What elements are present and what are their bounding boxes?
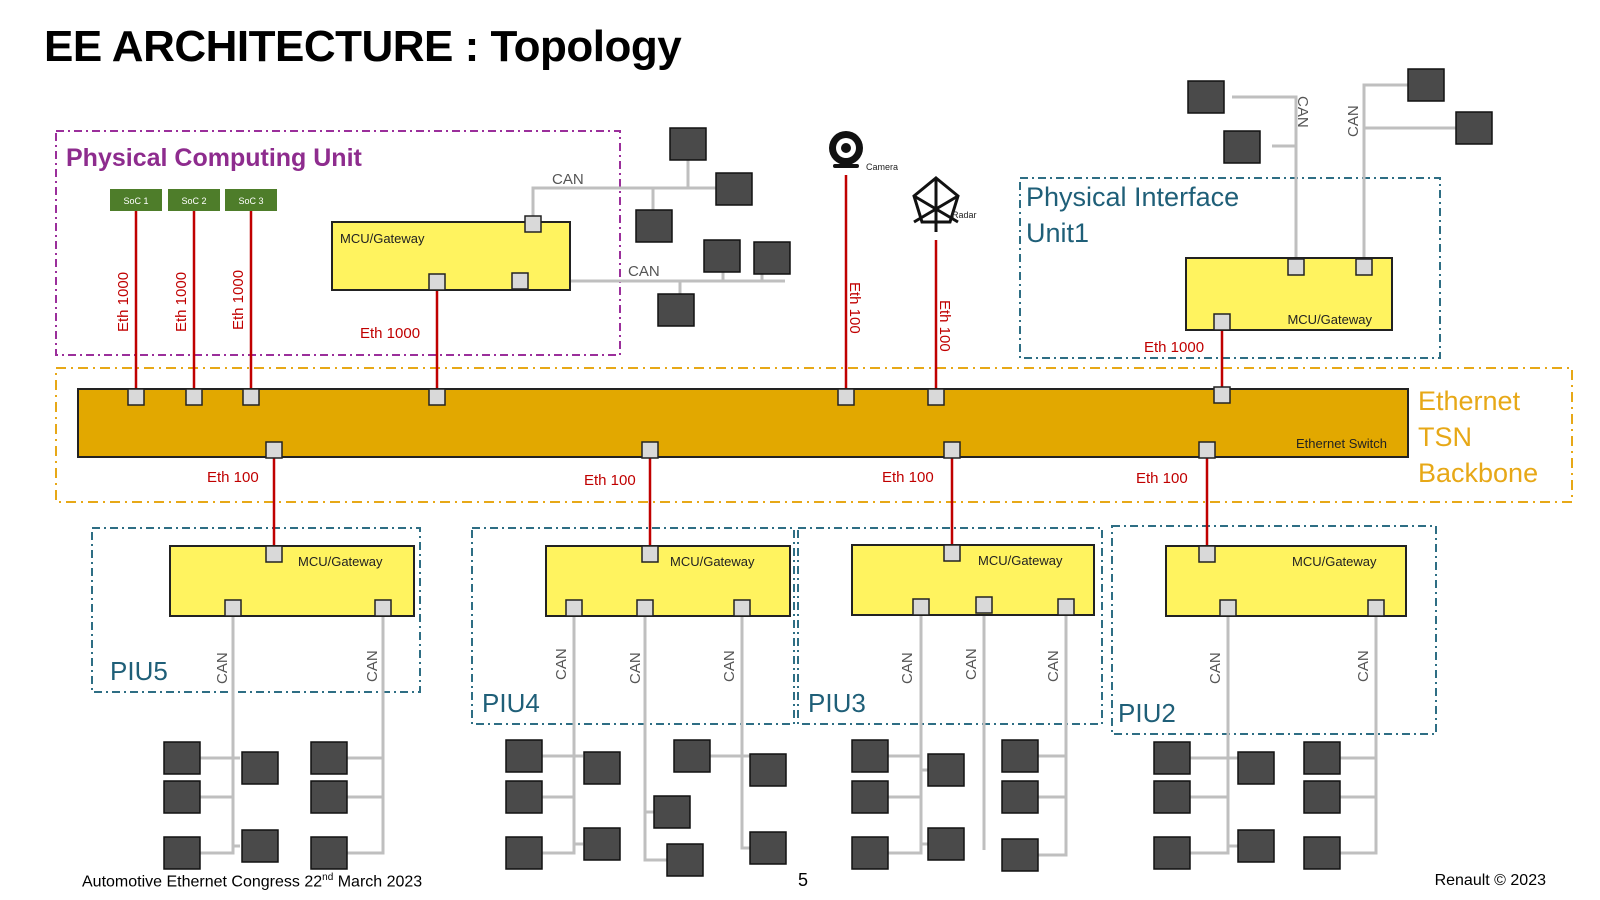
piu1-label-line2: Unit1 [1026, 218, 1089, 248]
footer-event-tail: March 2023 [333, 873, 423, 891]
can-label-piu2-b: CAN [1355, 650, 1372, 682]
ethernet-switch-label: Ethernet Switch [1296, 436, 1387, 451]
eth-label-piu1: Eth 1000 [1144, 339, 1204, 356]
page-number: 5 [798, 870, 809, 890]
footer-copyright: Renault © 2023 [1434, 872, 1546, 889]
ethernet-switch [77, 388, 1409, 458]
can-label-piu1-b: CAN [1345, 105, 1362, 137]
piu3-mcu-gateway: MCU/Gateway [851, 544, 1095, 616]
can-label-piu3-a: CAN [899, 652, 916, 684]
ethernet-links [134, 175, 1224, 554]
pcu-boundary [55, 130, 621, 356]
piu5-mcu-label: MCU/Gateway [298, 554, 383, 569]
can-label-piu3-c: CAN [1045, 650, 1062, 682]
footer-event: Automotive Ethernet Congress 22nd March … [82, 872, 422, 891]
backbone-boundary [55, 367, 1573, 503]
piu2-mcu-label: MCU/Gateway [1292, 554, 1377, 569]
pcu-label: Physical Computing Unit [66, 144, 363, 172]
can-label-piu4-c: CAN [721, 650, 738, 682]
soc-1 [110, 189, 162, 211]
soc-3-label: SoC 3 [238, 196, 263, 206]
can-lines [200, 83, 1456, 862]
can-label-piu1-a: CAN [1294, 96, 1311, 128]
piu4-boundary [471, 527, 795, 725]
radar-icon [912, 176, 960, 232]
piu1-label-line1: Physical Interface [1026, 182, 1239, 212]
piu3-boundary [797, 527, 1103, 725]
camera-label: Camera [866, 162, 898, 172]
backbone-label-line1: Ethernet [1418, 386, 1521, 416]
soc-2-label: SoC 2 [181, 196, 206, 206]
soc-1-label: SoC 1 [123, 196, 148, 206]
can-label-piu5-a: CAN [214, 652, 231, 684]
soc-2 [168, 189, 220, 211]
page-title: EE ARCHITECTURE : Topology [44, 22, 682, 71]
piu5-label: PIU5 [110, 656, 168, 686]
camera-icon [829, 131, 863, 168]
eth-label-piu4: Eth 100 [584, 472, 636, 489]
pcu-mcu-label: MCU/Gateway [340, 231, 425, 246]
eth-label-camera: Eth 100 [846, 282, 863, 334]
can-label-piu4-b: CAN [627, 652, 644, 684]
piu2-boundary [1111, 525, 1437, 735]
piu1-mcu-label: MCU/Gateway [1287, 312, 1372, 327]
backbone-label-line2: TSN [1418, 422, 1472, 452]
piu4-label: PIU4 [482, 688, 540, 718]
piu1-boundary [1019, 177, 1441, 359]
piu5-mcu-gateway: MCU/Gateway [169, 545, 415, 617]
ports [127, 215, 1385, 617]
eth-label-piu5: Eth 100 [207, 469, 259, 486]
eth-label-pcu-mcu: Eth 1000 [360, 325, 420, 342]
can-label-piu4-a: CAN [553, 648, 570, 680]
backbone-label-line3: Backbone [1418, 458, 1538, 488]
can-label-pcu-lower: CAN [628, 263, 660, 280]
eth-label-piu3: Eth 100 [882, 469, 934, 486]
piu3-label: PIU3 [808, 688, 866, 718]
radar-label: Radar [952, 210, 977, 220]
soc-3 [225, 189, 277, 211]
footer-event-main: Automotive Ethernet Congress 22 [82, 873, 323, 891]
eth-label-soc2: Eth 1000 [173, 272, 190, 332]
piu5-boundary [91, 527, 421, 693]
can-label-piu5-b: CAN [364, 650, 381, 682]
pcu-mcu-gateway: MCU/Gateway [331, 221, 571, 291]
can-label-piu3-b: CAN [963, 648, 980, 680]
eth-label-soc3: Eth 1000 [230, 270, 247, 330]
eth-label-piu2: Eth 100 [1136, 470, 1188, 487]
piu2-label: PIU2 [1118, 698, 1176, 728]
can-label-pcu-upper: CAN [552, 171, 584, 188]
footer-event-sup: nd [322, 872, 334, 883]
can-label-piu2-a: CAN [1207, 652, 1224, 684]
can-nodes [163, 68, 1493, 877]
piu3-mcu-label: MCU/Gateway [978, 553, 1063, 568]
piu4-mcu-label: MCU/Gateway [670, 554, 755, 569]
eth-label-radar: Eth 100 [936, 300, 953, 352]
eth-label-soc1: Eth 1000 [115, 272, 132, 332]
